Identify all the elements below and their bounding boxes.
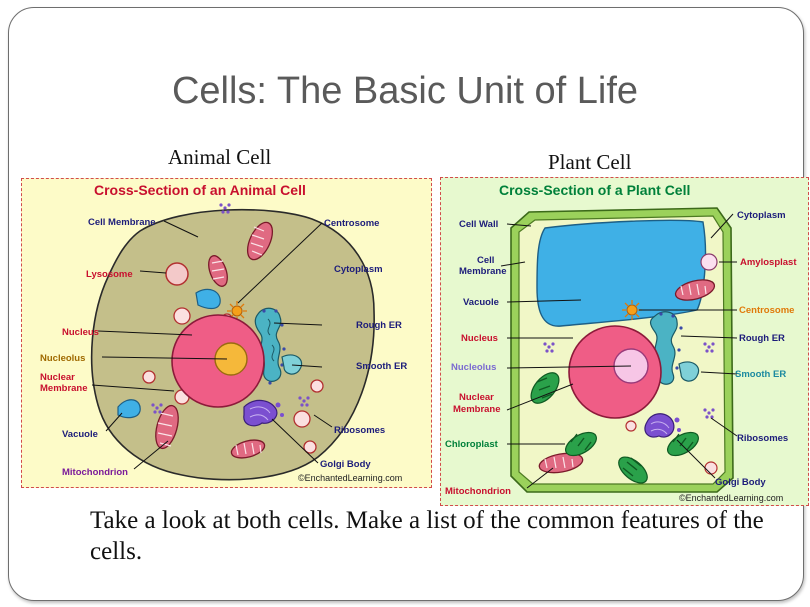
rough-er-shape [254,307,282,382]
plant-cell-figure: Cross-Section of a Plant Cell [445,182,797,503]
mitochondrion-shape [246,221,274,261]
vesicle-shape [303,440,317,454]
vesicle-shape [625,420,637,432]
label-smooth-er: Smooth ER [356,361,407,372]
chloroplast-shape [667,431,699,457]
plant-diagram-heading: Cross-Section of a Plant Cell [499,182,690,198]
label-ribosomes: Ribosomes [737,433,788,444]
label-smooth-er: Smooth ER [735,369,786,380]
smooth-er-shape [281,354,303,375]
label-lysosome: Lysosome [86,269,133,280]
label-cell-membrane: Cell Membrane [88,217,156,228]
vesicle-shape [704,461,718,475]
label-cytoplasm: Cytoplasm [737,210,786,221]
animal-cell-figure: Cross-Section of an Animal Cell [40,182,407,483]
label-rough-er: Rough ER [356,320,402,331]
label-cell-membrane-line1: Cell [477,255,494,266]
vesicle-shape [173,307,191,325]
chloroplast-shape [618,456,648,484]
mitochondrion-shape [538,452,584,474]
animal-cell-diagram: Cross-Section of an Animal Cell [21,178,432,488]
centrosome-shape [227,301,247,321]
label-golgi-body: Golgi Body [320,459,371,470]
label-chloroplast: Chloroplast [445,439,499,450]
mitochondrion-shape [155,404,179,450]
golgi-body-shape [644,413,681,438]
ribosome-dots [543,342,715,419]
slide-instruction-text: Take a look at both cells. Make a list o… [90,507,764,565]
label-nuclear-membrane-line1: Nuclear [459,392,494,403]
vesicle-shape [142,370,156,384]
mitochondrion-shape [674,279,716,301]
lysosome-shape [165,262,189,286]
chloroplast-shape [565,431,597,457]
animal-credit: ©EnchantedLearning.com [298,473,402,483]
ribosome-dots [151,203,310,414]
label-centrosome: Centrosome [324,218,379,229]
label-ribosomes: Ribosomes [334,425,385,436]
amylosplast-shape [700,253,718,271]
slide-title: Cells: The Basic Unit of Life [171,70,639,112]
golgi-body-shape [243,399,284,427]
animal-vacuole-shape [117,399,141,419]
plant-leader-lines [500,213,738,489]
label-cytoplasm: Cytoplasm [334,264,383,275]
label-rough-er: Rough ER [739,333,785,344]
er-ribosome-dots [659,312,683,370]
plant-cell-diagram: Cross-Section of a Plant Cell [440,177,809,506]
animal-vacuole-shape [195,288,221,310]
label-nuclear-membrane-line2: Membrane [453,404,501,415]
label-nuclear-membrane-line1: Nuclear [40,372,75,383]
label-mitochondrion: Mitochondrion [62,467,128,478]
label-mitochondrion: Mitochondrion [445,486,511,497]
label-vacuole: Vacuole [62,429,98,440]
er-ribosome-dots [262,309,286,385]
rough-er-shape [649,311,678,385]
label-nucleolus: Nucleolus [40,353,85,364]
label-golgi-body: Golgi Body [715,477,766,488]
chloroplast-shape [530,372,560,404]
animal-leader-lines [91,220,333,470]
animal-cell-caption: Animal Cell [168,145,272,169]
plant-cell-caption: Plant Cell [548,150,632,174]
label-nuclear-membrane-line2: Membrane [40,383,88,394]
animal-diagram-heading: Cross-Section of an Animal Cell [94,182,306,198]
label-nucleolus: Nucleolus [451,362,496,373]
label-vacuole: Vacuole [463,297,499,308]
label-cell-membrane-line2: Membrane [459,266,507,277]
label-nucleus: Nucleus [62,327,99,338]
mitochondrion-shape [208,255,228,287]
label-cell-wall: Cell Wall [459,219,498,230]
vesicle-shape [310,379,324,393]
smooth-er-shape [678,361,700,382]
label-centrosome: Centrosome [739,305,794,316]
vesicle-shape [293,410,311,428]
mitochondrion-shape [230,439,266,459]
label-nucleus: Nucleus [461,333,498,344]
plant-credit: ©EnchantedLearning.com [679,493,783,503]
centrosome-shape [622,300,642,320]
label-amylosplast: Amylosplast [740,257,797,268]
